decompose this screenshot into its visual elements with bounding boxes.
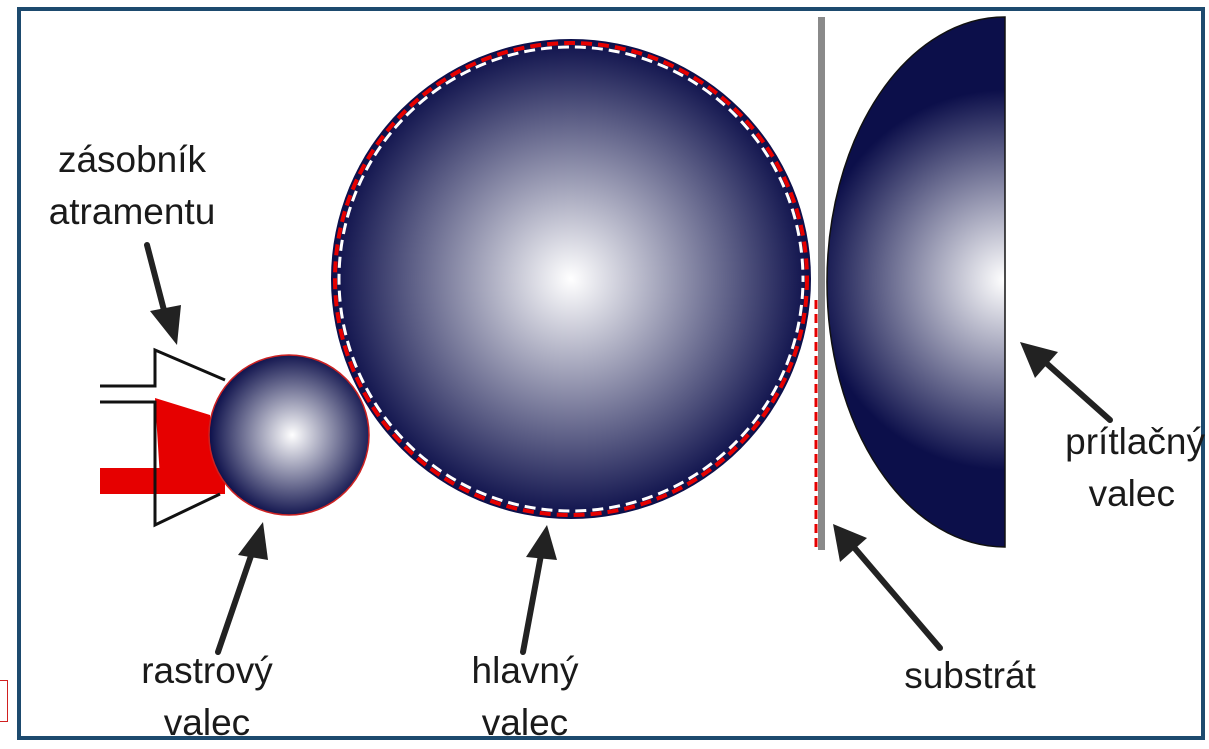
plate-cylinder: [331, 39, 811, 519]
arrowhead-substrate: [833, 524, 867, 562]
label-line: substrát: [904, 655, 1036, 696]
arrowhead-ink-reservoir: [150, 305, 181, 345]
arrowhead-anilox: [238, 522, 268, 560]
arrow-anilox: [215, 547, 256, 655]
side-marker: [0, 680, 8, 722]
ink-reservoir: [100, 347, 226, 528]
anilox-roller: [208, 354, 370, 516]
arrow-substrate: [849, 542, 943, 651]
label-ink-reservoir: zásobník atramentu: [22, 134, 242, 238]
reservoir-outline: [100, 347, 226, 528]
impression-cylinder: [826, 16, 1006, 548]
label-line: rastrový: [141, 650, 273, 691]
label-line: hlavný: [471, 650, 579, 691]
label-line: prítlačný: [1065, 421, 1205, 462]
arrow-plate: [520, 552, 544, 655]
label-impression-cylinder: prítlačný valec: [1030, 416, 1205, 520]
label-substrate: substrát: [870, 650, 1070, 702]
plate-ink-film: [333, 41, 809, 517]
label-plate-cylinder: hlavný valec: [440, 645, 610, 749]
label-line: valec: [163, 702, 251, 743]
label-line: zásobník: [57, 139, 207, 180]
arrowhead-plate: [526, 525, 557, 560]
plate-cylinder-body: [331, 39, 811, 519]
label-anilox-roller: rastrový valec: [112, 645, 302, 749]
arrow-impression: [1042, 359, 1113, 423]
label-line: valec: [481, 702, 569, 743]
label-line: valec: [1088, 473, 1175, 514]
label-line: atramentu: [48, 191, 216, 232]
ink-fill: [155, 398, 218, 478]
arrows: [144, 242, 1113, 655]
substrate-web: [818, 17, 825, 550]
arrow-ink-reservoir: [144, 242, 169, 321]
arrowhead-impression: [1020, 342, 1058, 378]
plate-surface-dashes: [337, 45, 805, 513]
